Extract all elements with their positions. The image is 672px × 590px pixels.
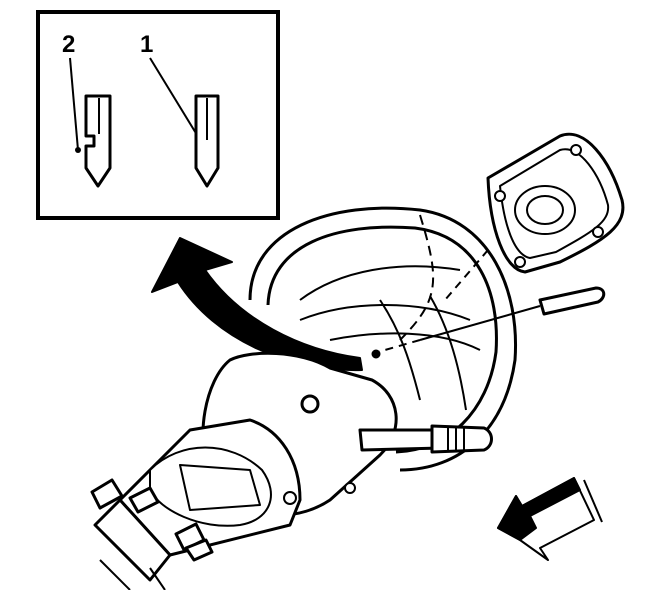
airbag-module xyxy=(444,132,625,301)
leader-dot-2 xyxy=(75,147,81,153)
tool-tip-1 xyxy=(194,94,220,188)
direction-arrow-icon xyxy=(497,477,603,561)
inset-detail: 2 1 xyxy=(36,10,280,220)
inset-frame xyxy=(36,10,280,220)
callout-1: 1 xyxy=(140,31,153,58)
turn-signal-lever xyxy=(358,424,493,454)
tool-tip-2 xyxy=(84,94,112,188)
callout-2: 2 xyxy=(62,31,75,58)
rotation-arrow-icon xyxy=(151,237,363,372)
column-bolt xyxy=(300,394,320,414)
mounting-bracket xyxy=(90,478,214,562)
wheel-rim-inner xyxy=(266,225,498,454)
removal-tool xyxy=(371,286,606,359)
leader-line-2 xyxy=(69,57,79,151)
steering-column xyxy=(93,351,398,590)
